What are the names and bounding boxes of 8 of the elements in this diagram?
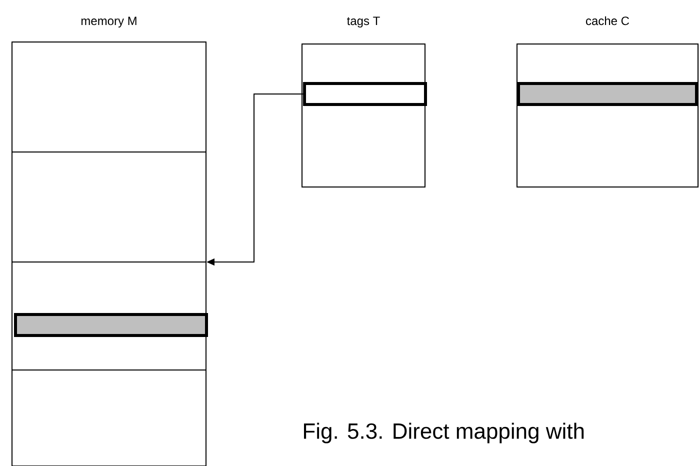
table-box: memory M (12, 16, 206, 466)
node-label: cache C (586, 16, 630, 26)
highlighted-row (517, 82, 698, 106)
node-label: tags T (347, 16, 380, 28)
caption: Fig. 5.3. Direct mapping with (304, 422, 584, 444)
highlighted-row (14, 313, 208, 337)
highlighted-row (303, 82, 427, 106)
node-label: memory M (81, 16, 136, 28)
